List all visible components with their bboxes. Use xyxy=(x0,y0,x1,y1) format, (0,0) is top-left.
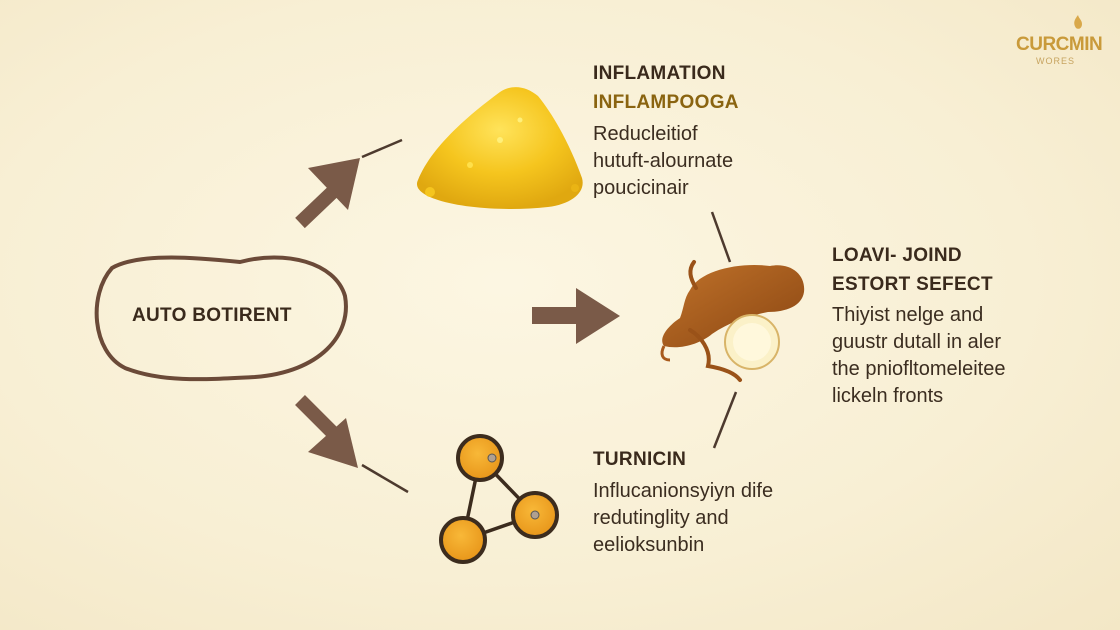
inflammation-title: INFLAMATION xyxy=(593,63,726,84)
turmeric-root-illustration xyxy=(660,260,805,382)
arrow-down-right-icon xyxy=(295,395,409,494)
inflammation-line-1: Reducleitiof xyxy=(593,123,698,145)
turmeric-line-1: Influcanionsyiyn dife xyxy=(593,480,774,502)
inflammation-line-2: hutuft-alournate xyxy=(593,150,734,172)
logo-name: CURCMIN xyxy=(1016,34,1103,55)
joint-line-1: Thiyist nelge and xyxy=(832,304,984,326)
turmeric-line-3: eelioksunbin xyxy=(593,534,705,556)
turmeric-line-2: redutinglity and xyxy=(593,507,729,529)
turmeric-title: TURNICIN xyxy=(593,449,687,470)
center-blob-outline xyxy=(94,255,348,382)
connector-line-bottom xyxy=(712,391,738,449)
arrow-up-right-icon xyxy=(295,138,403,229)
center-label: AUTO BOTIRENT xyxy=(132,305,292,326)
joint-subtitle: ESTORT SEFECT xyxy=(832,274,993,295)
turmeric-powder-illustration xyxy=(416,87,583,209)
connector-line-top xyxy=(710,211,732,263)
molecule-illustration xyxy=(439,434,559,564)
flame-icon xyxy=(1074,15,1082,29)
joint-title: LOAVI- JOIND xyxy=(832,245,962,266)
arrow-right-icon xyxy=(532,288,620,344)
logo-subtitle: WORES xyxy=(1036,56,1076,66)
inflammation-subtitle: INFLAMPOOGA xyxy=(593,92,739,113)
joint-line-4: lickeln fronts xyxy=(832,385,944,407)
inflammation-line-3: poucicinair xyxy=(593,177,689,199)
joint-line-2: guustr dutall in aler xyxy=(832,331,1001,353)
joint-line-3: the pniofltomeleitee xyxy=(832,358,1006,380)
